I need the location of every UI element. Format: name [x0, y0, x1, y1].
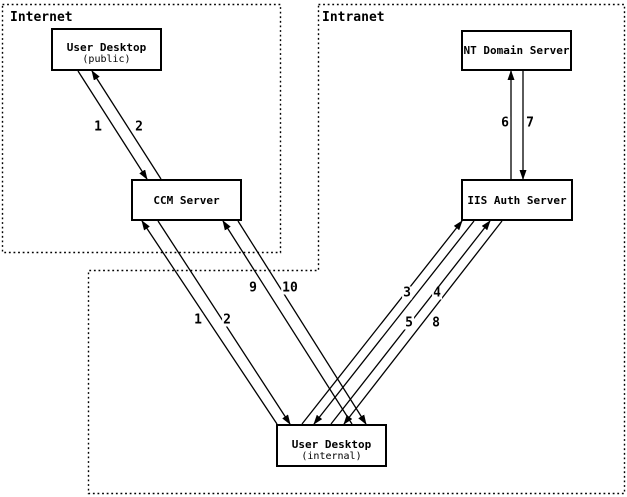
edge-label-2-ccm-server-to-user-desktop-public: 2 — [134, 119, 144, 135]
edge-ccm-server-to-user-desktop-public — [91, 70, 162, 180]
internet-zone-border — [1, 3, 282, 254]
edge-label-1-user-desktop-public-to-ccm-server: 1 — [93, 119, 103, 135]
edge-label-10-ccm-server-to-user-desktop-internal: 10 — [281, 280, 299, 296]
edge-iis-auth-server-to-user-desktop-internal — [313, 220, 475, 425]
node-sublabel: (public) — [82, 54, 131, 65]
node-label: CCM Server — [153, 193, 220, 207]
node-user-desktop-internal: User Desktop (internal) — [276, 424, 387, 467]
edge-label-7-nt-domain-server-to-iis-auth-server: 7 — [525, 115, 535, 131]
edge-lines — [77, 70, 527, 425]
node-nt-domain-server: NT Domain Server — [461, 30, 572, 71]
node-label: User Desktop — [66, 41, 147, 54]
intranet-zone-border — [87, 3, 626, 495]
edge-label-5-user-desktop-internal-to-iis-auth-server: 5 — [404, 315, 414, 331]
edge-user-desktop-public-to-ccm-server — [77, 70, 148, 180]
edge-iis-auth-server-to-user-desktop-internal — [343, 220, 503, 425]
edge-label-8-iis-auth-server-to-user-desktop-internal: 8 — [431, 315, 441, 331]
edge-label-1-user-desktop-internal-to-ccm-server: 1 — [193, 312, 203, 328]
node-iis-auth-server: IIS Auth Server — [461, 179, 573, 221]
zone-label-intranet: Intranet — [322, 10, 385, 25]
node-label: NT Domain Server — [463, 44, 570, 57]
edge-user-desktop-internal-to-iis-auth-server — [301, 220, 463, 425]
node-user-desktop-public: User Desktop (public) — [51, 28, 162, 71]
edge-user-desktop-internal-to-ccm-server — [141, 220, 278, 425]
edge-ccm-server-to-user-desktop-internal — [237, 220, 367, 425]
edge-label-9-user-desktop-internal-to-ccm-server: 9 — [248, 280, 258, 296]
edge-label-2-ccm-server-to-user-desktop-internal: 2 — [222, 312, 232, 328]
edge-label-6-iis-auth-server-to-nt-domain-server: 6 — [500, 115, 510, 131]
edge-label-3-user-desktop-internal-to-iis-auth-server: 3 — [402, 285, 412, 301]
node-ccm-server: CCM Server — [131, 179, 242, 221]
node-label: IIS Auth Server — [467, 193, 567, 207]
edge-label-4-iis-auth-server-to-user-desktop-internal: 4 — [432, 285, 442, 301]
zone-label-internet: Internet — [10, 10, 73, 25]
edge-user-desktop-internal-to-ccm-server — [222, 220, 353, 425]
node-sublabel: (internal) — [301, 451, 362, 462]
node-label: User Desktop — [291, 438, 372, 451]
